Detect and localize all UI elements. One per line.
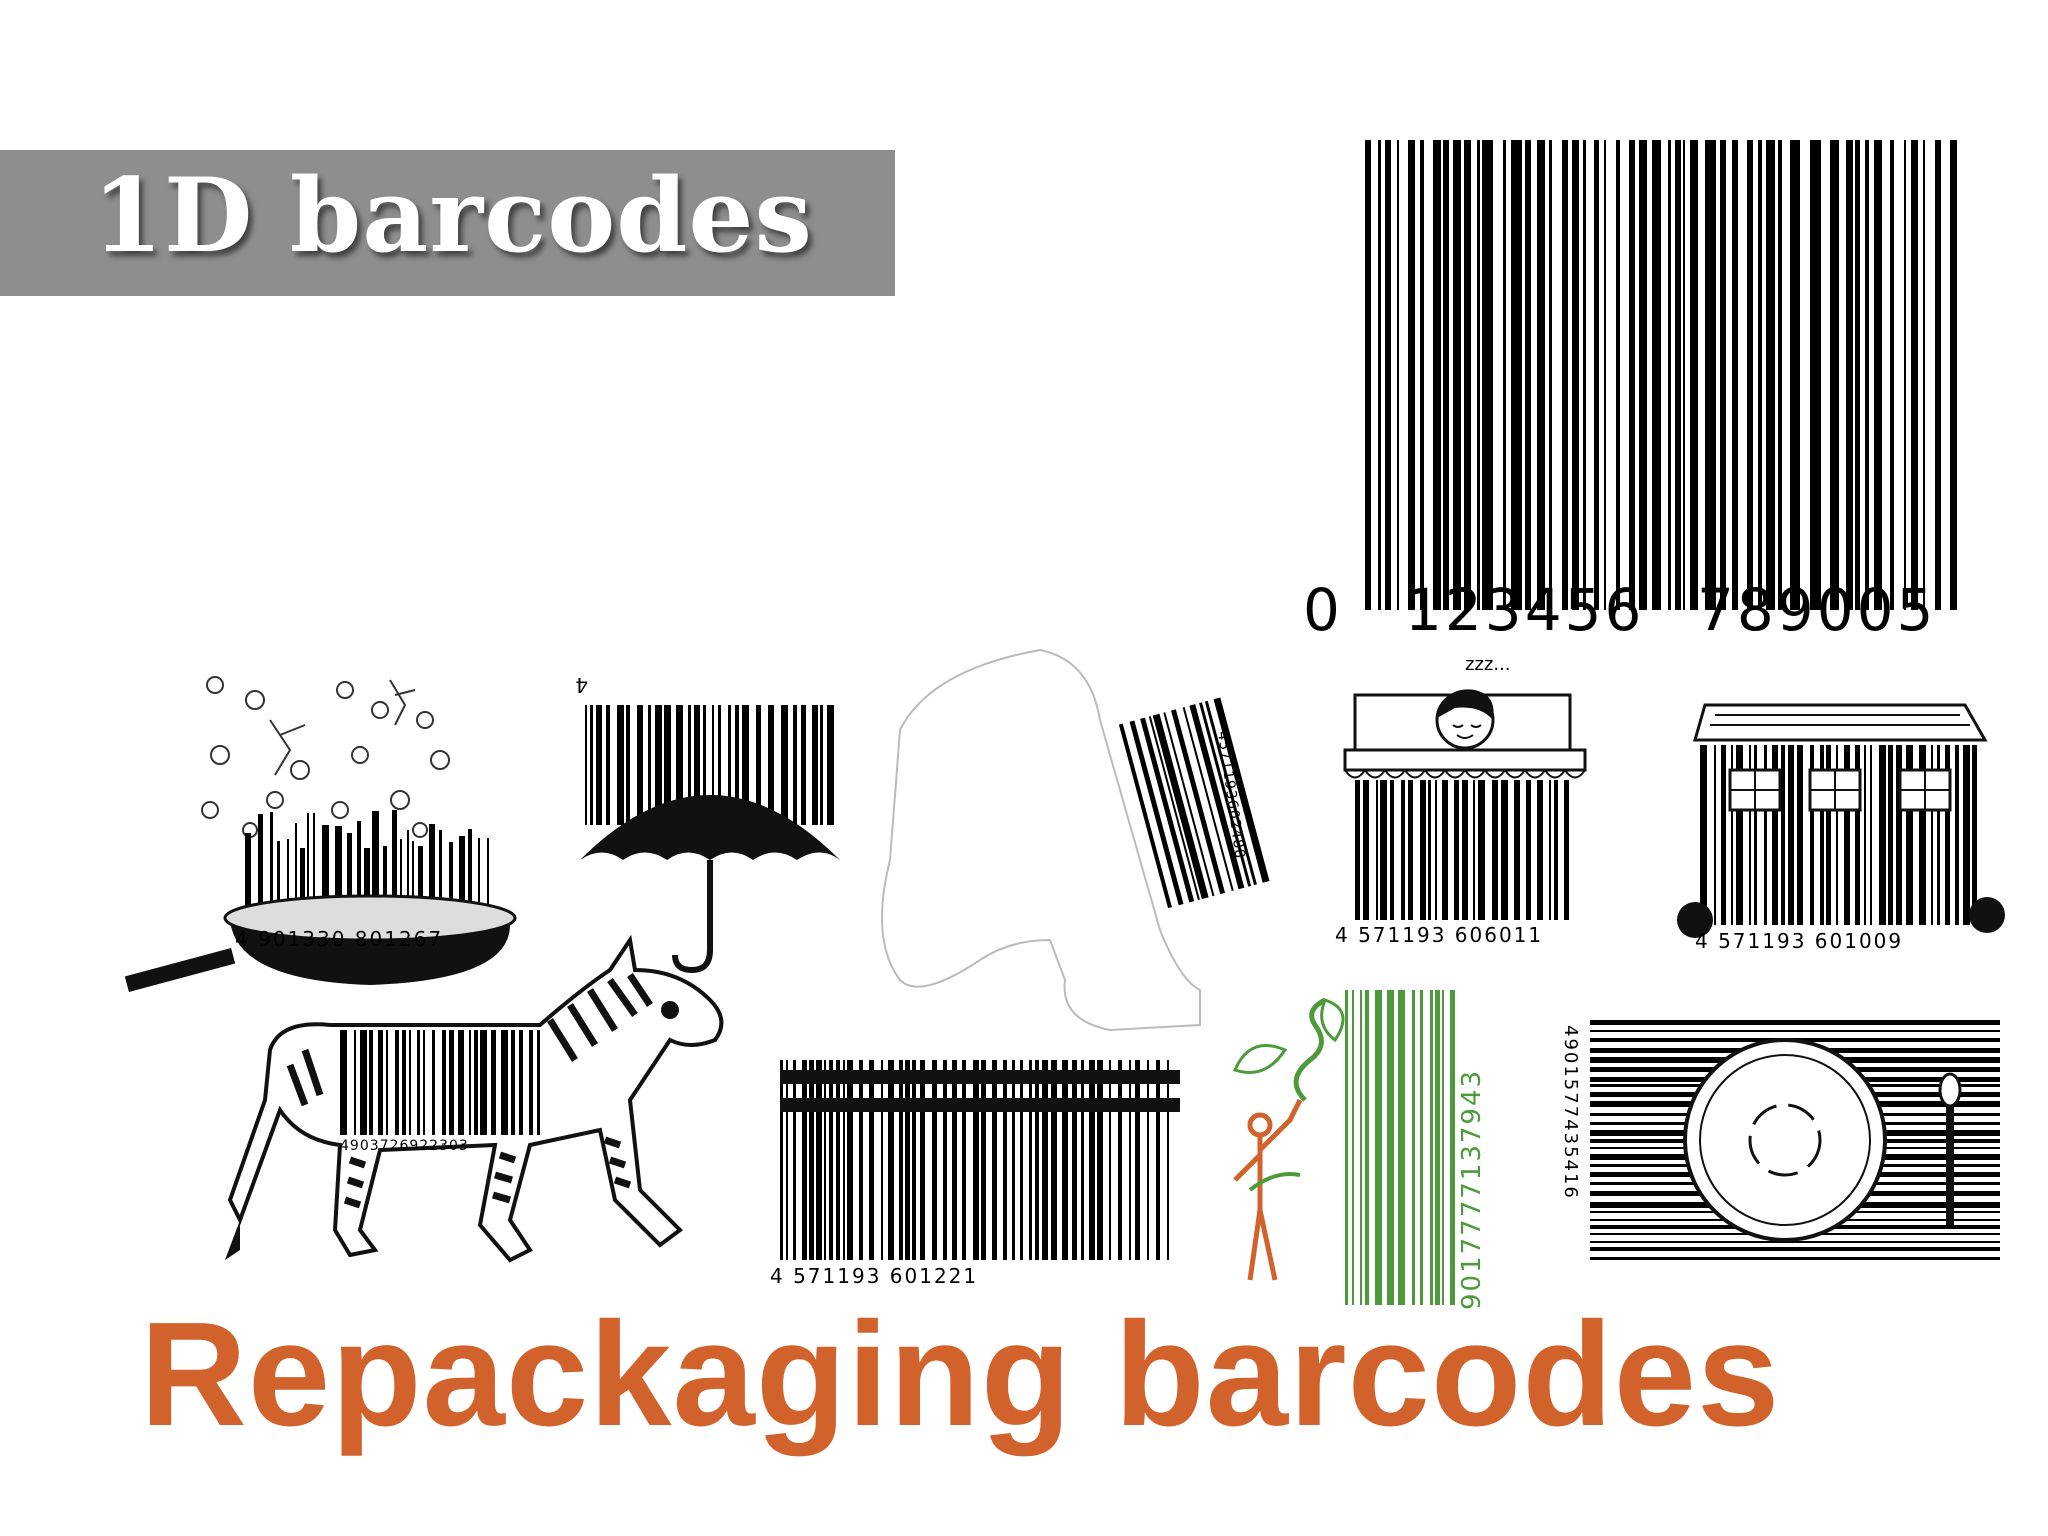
chopsticks-number: 4 571193 601221 <box>770 1264 978 1288</box>
frying-pan-barcode-art: 4 901330 801267 <box>124 676 517 992</box>
zebra-number: 4903726922303 <box>340 1138 469 1154</box>
main-barcode-digits-mid: 123456 <box>1405 576 1644 644</box>
house-number: 4 571193 601009 <box>1695 929 1903 953</box>
chopsticks-barcode-art: 4 571193 601221 <box>770 1060 1180 1288</box>
main-barcode-digits-right: 789005 <box>1697 576 1936 644</box>
umbrella-number: 4 571193 603027 <box>570 673 588 697</box>
house-barcode-art: 4 571193 601009 <box>1677 703 2005 953</box>
umbrella-barcode-art: 4 571193 603027 <box>570 673 840 974</box>
leg-barcode-art: 4571193602488 <box>881 648 1270 1032</box>
sleeping-number: 4 571193 606011 <box>1335 923 1543 947</box>
plate-barcode-art: 4901577435416 <box>1560 1020 2000 1260</box>
frying-pan-number: 4 901330 801267 <box>235 927 443 951</box>
slide-title: 1D barcodes <box>92 156 813 276</box>
beanstalk-number: 9017777137943 <box>1457 1069 1487 1310</box>
main-barcode-digit-left: 0 <box>1303 576 1340 644</box>
sleeping-barcode-art: zzz... 4 571193 606011 <box>1335 654 1587 947</box>
beanstalk-barcode-art: 9017777137943 <box>1232 990 1487 1310</box>
slide-caption: Repackaging barcodes <box>140 1292 1781 1457</box>
zebra-barcode-art: 4903726922303 <box>225 934 724 1263</box>
title-banner <box>0 150 895 296</box>
plate-number: 4901577435416 <box>1560 1025 1581 1200</box>
snore-text: zzz... <box>1465 654 1511 675</box>
main-barcode: 0 123456 789005 <box>1303 140 1957 644</box>
